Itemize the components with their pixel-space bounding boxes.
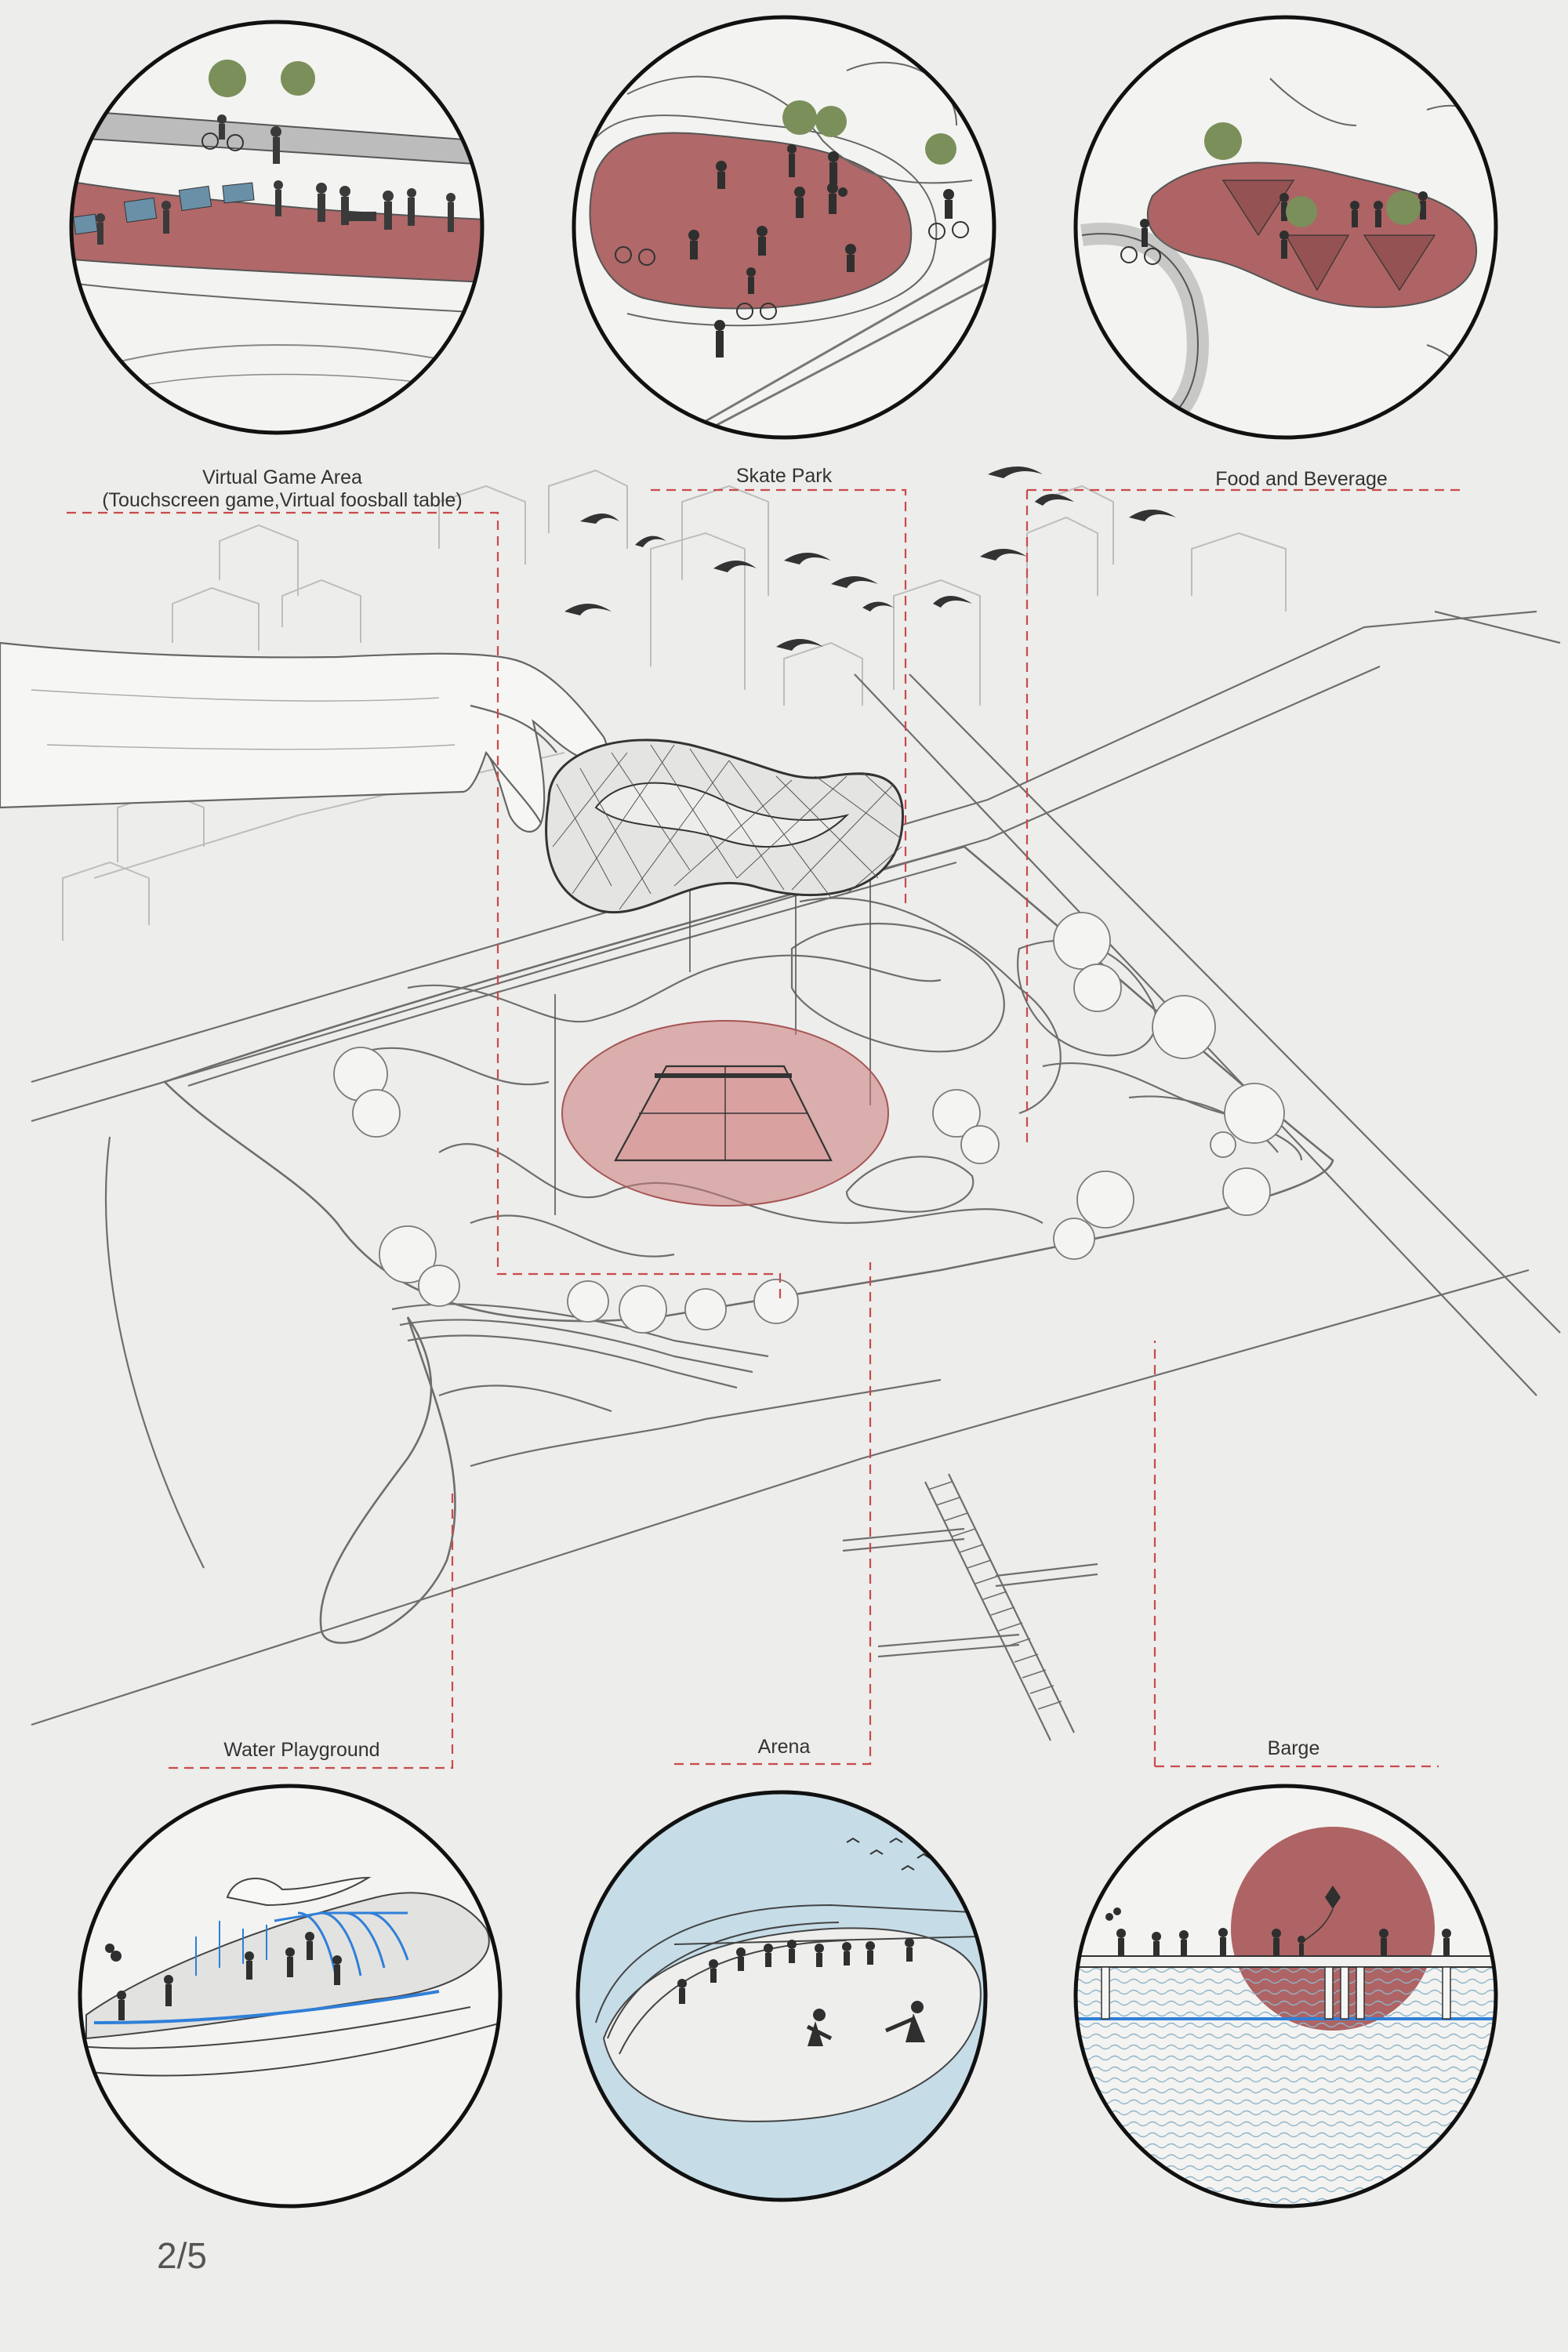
birds [564,466,1176,651]
site-plan [31,610,1561,1741]
vignette-virtual-game-area [69,20,485,435]
site-trees [333,912,1285,1334]
vignette-barge [1073,1784,1498,2209]
label-barge: Barge [1267,1737,1320,1759]
label-skate-park: Skate Park [735,465,833,487]
label-arena: Arena [757,1736,811,1758]
vignette-skate-park [572,15,996,440]
label-virtual-game-area-subtitle: (Touchscreen game,Virtual foosball table… [102,489,463,511]
page-number: 2/5 [157,2235,207,2276]
ring-sculpture [545,739,904,1215]
leader-lines [67,488,1466,1769]
vignette-food-and-beverage [1073,15,1498,440]
vignette-water-playground [78,1784,503,2209]
label-food-and-beverage: Food and Beverage [1215,468,1388,490]
pier-planks [927,1481,1062,1710]
arena-zone [561,1020,889,1207]
label-virtual-game-area: Virtual Game Area (Touchscreen game,Virt… [78,466,486,512]
label-water-playground: Water Playground [223,1739,380,1761]
label-virtual-game-area-title: Virtual Game Area [202,466,362,488]
vignette-arena [575,1790,988,2202]
hand-illustration [0,641,608,833]
